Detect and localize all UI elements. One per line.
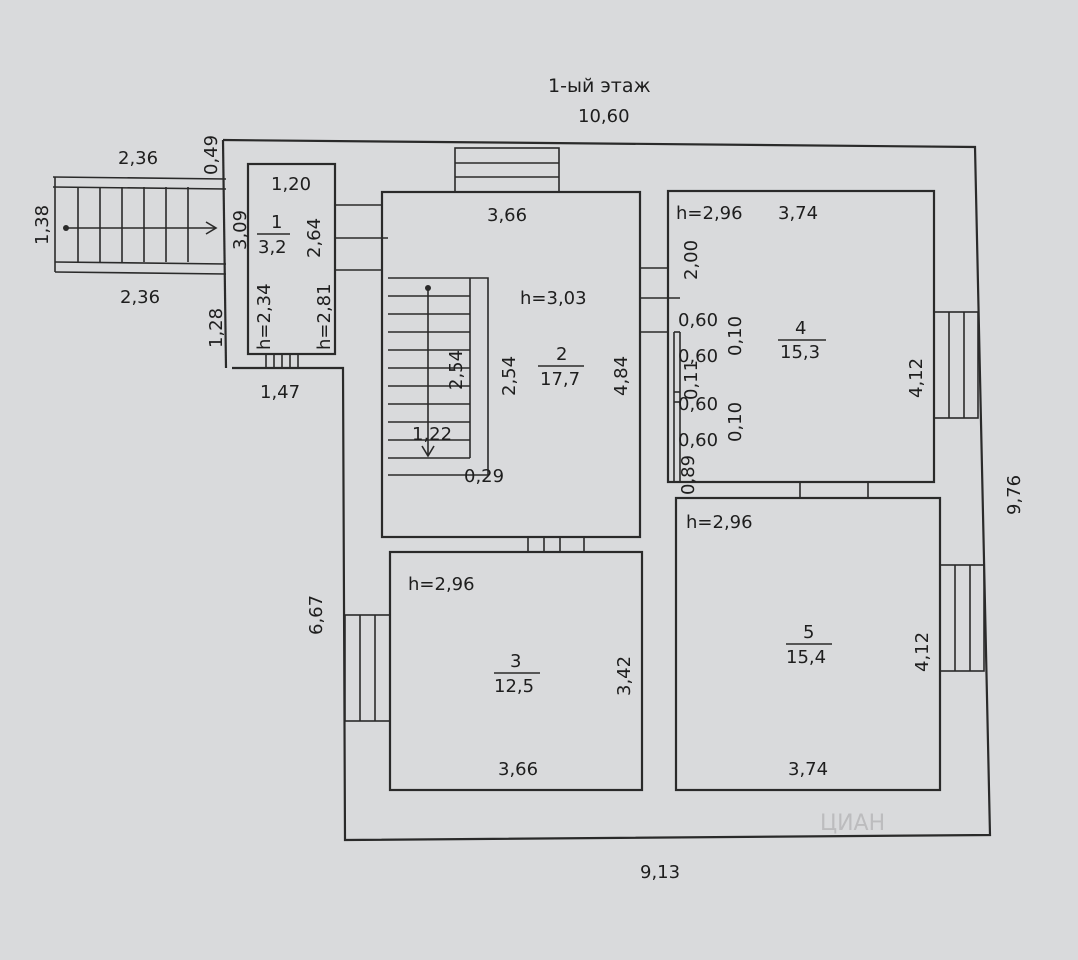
stair-dim-a: 2,54: [446, 350, 467, 390]
partition-dim-c: 0,60: [678, 346, 718, 367]
porch-wall-bottom: 1,47: [260, 382, 300, 403]
outer-wall-left: [221, 139, 228, 369]
room-5-dim-width: 3,74: [788, 759, 828, 780]
stair-dim-width: 1,22: [412, 424, 452, 445]
room-4-number: 4: [795, 318, 806, 339]
room-3-height: h=2,96: [408, 574, 475, 595]
room-2-window-top: [454, 147, 560, 193]
room-1-height-b: h=2,81: [314, 283, 335, 350]
room-4-height: h=2,96: [676, 203, 743, 224]
porch-wall-top: 0,49: [201, 135, 222, 175]
room-1-door: [265, 353, 299, 369]
porch-wall-left: 1,28: [206, 308, 227, 348]
room-2-dim-length: 4,84: [611, 356, 632, 396]
porch-stairs: [52, 176, 227, 275]
room-1-number: 1: [271, 212, 282, 233]
porch-width: 1,38: [32, 205, 53, 245]
interior-staircase: [388, 277, 489, 476]
room-4-dim-length: 4,12: [906, 358, 927, 398]
room-2-area: 17,7: [540, 369, 580, 390]
room-5-area: 15,4: [786, 647, 826, 668]
overall-top-width: 10,60: [578, 106, 630, 127]
room-4-dim-2-00: 2,00: [681, 240, 702, 280]
porch-bottom-width: 2,36: [120, 287, 160, 308]
room-2-4-door: [640, 267, 680, 333]
room-4-partition: [673, 331, 681, 482]
room-4-area: 15,3: [780, 342, 820, 363]
partition-dim-h: 0,89: [678, 455, 699, 495]
room-2-dim-width: 3,66: [487, 205, 527, 226]
room-3-area: 12,5: [494, 676, 534, 697]
overall-bottom-width: 9,13: [640, 862, 680, 883]
outer-wall: [222, 138, 992, 842]
room-1-dim-3-09: 3,09: [230, 210, 251, 250]
room-2-number: 2: [556, 344, 567, 365]
partition-dim-e: 0,60: [678, 394, 718, 415]
room-2-3-door: [527, 536, 585, 553]
room-5-number: 5: [803, 622, 814, 643]
porch-top-width: 2,36: [118, 148, 158, 169]
stair-dim-gap: 0,29: [464, 466, 504, 487]
room-1-dim-2-64: 2,64: [304, 218, 325, 258]
room-5-window: [939, 564, 985, 672]
partition-dim-g: 0,60: [678, 430, 718, 451]
room-5-height: h=2,96: [686, 512, 753, 533]
room-1-area: 3,2: [258, 237, 287, 258]
floor-title: 1-ый этаж: [548, 75, 651, 97]
room-3-dim-width: 3,66: [498, 759, 538, 780]
stair-dim-b: 2,54: [499, 356, 520, 396]
overall-right-height: 9,76: [1004, 475, 1025, 515]
partition-dim-a: 0,60: [678, 310, 718, 331]
overall-left-height: 6,67: [306, 595, 327, 635]
room-3-dim-length: 3,42: [614, 656, 635, 696]
partition-dim-d: 0,11: [681, 360, 702, 400]
room-3-number: 3: [510, 651, 521, 672]
room-3-window: [344, 614, 391, 722]
watermark: ЦИАН: [820, 811, 885, 836]
partition-dim-f: 0,10: [725, 402, 746, 442]
room-1-height-a: h=2,34: [254, 283, 275, 350]
partition-dim-b: 0,10: [725, 316, 746, 356]
room-2-height: h=3,03: [520, 288, 587, 309]
room-1-dim-width: 1,20: [271, 174, 311, 195]
room-4-dim-width: 3,74: [778, 203, 818, 224]
room-5-dim-length: 4,12: [912, 632, 933, 672]
room-4-window: [933, 311, 979, 419]
room-1-2-door: [335, 204, 388, 271]
room-4-5-door: [799, 481, 869, 499]
